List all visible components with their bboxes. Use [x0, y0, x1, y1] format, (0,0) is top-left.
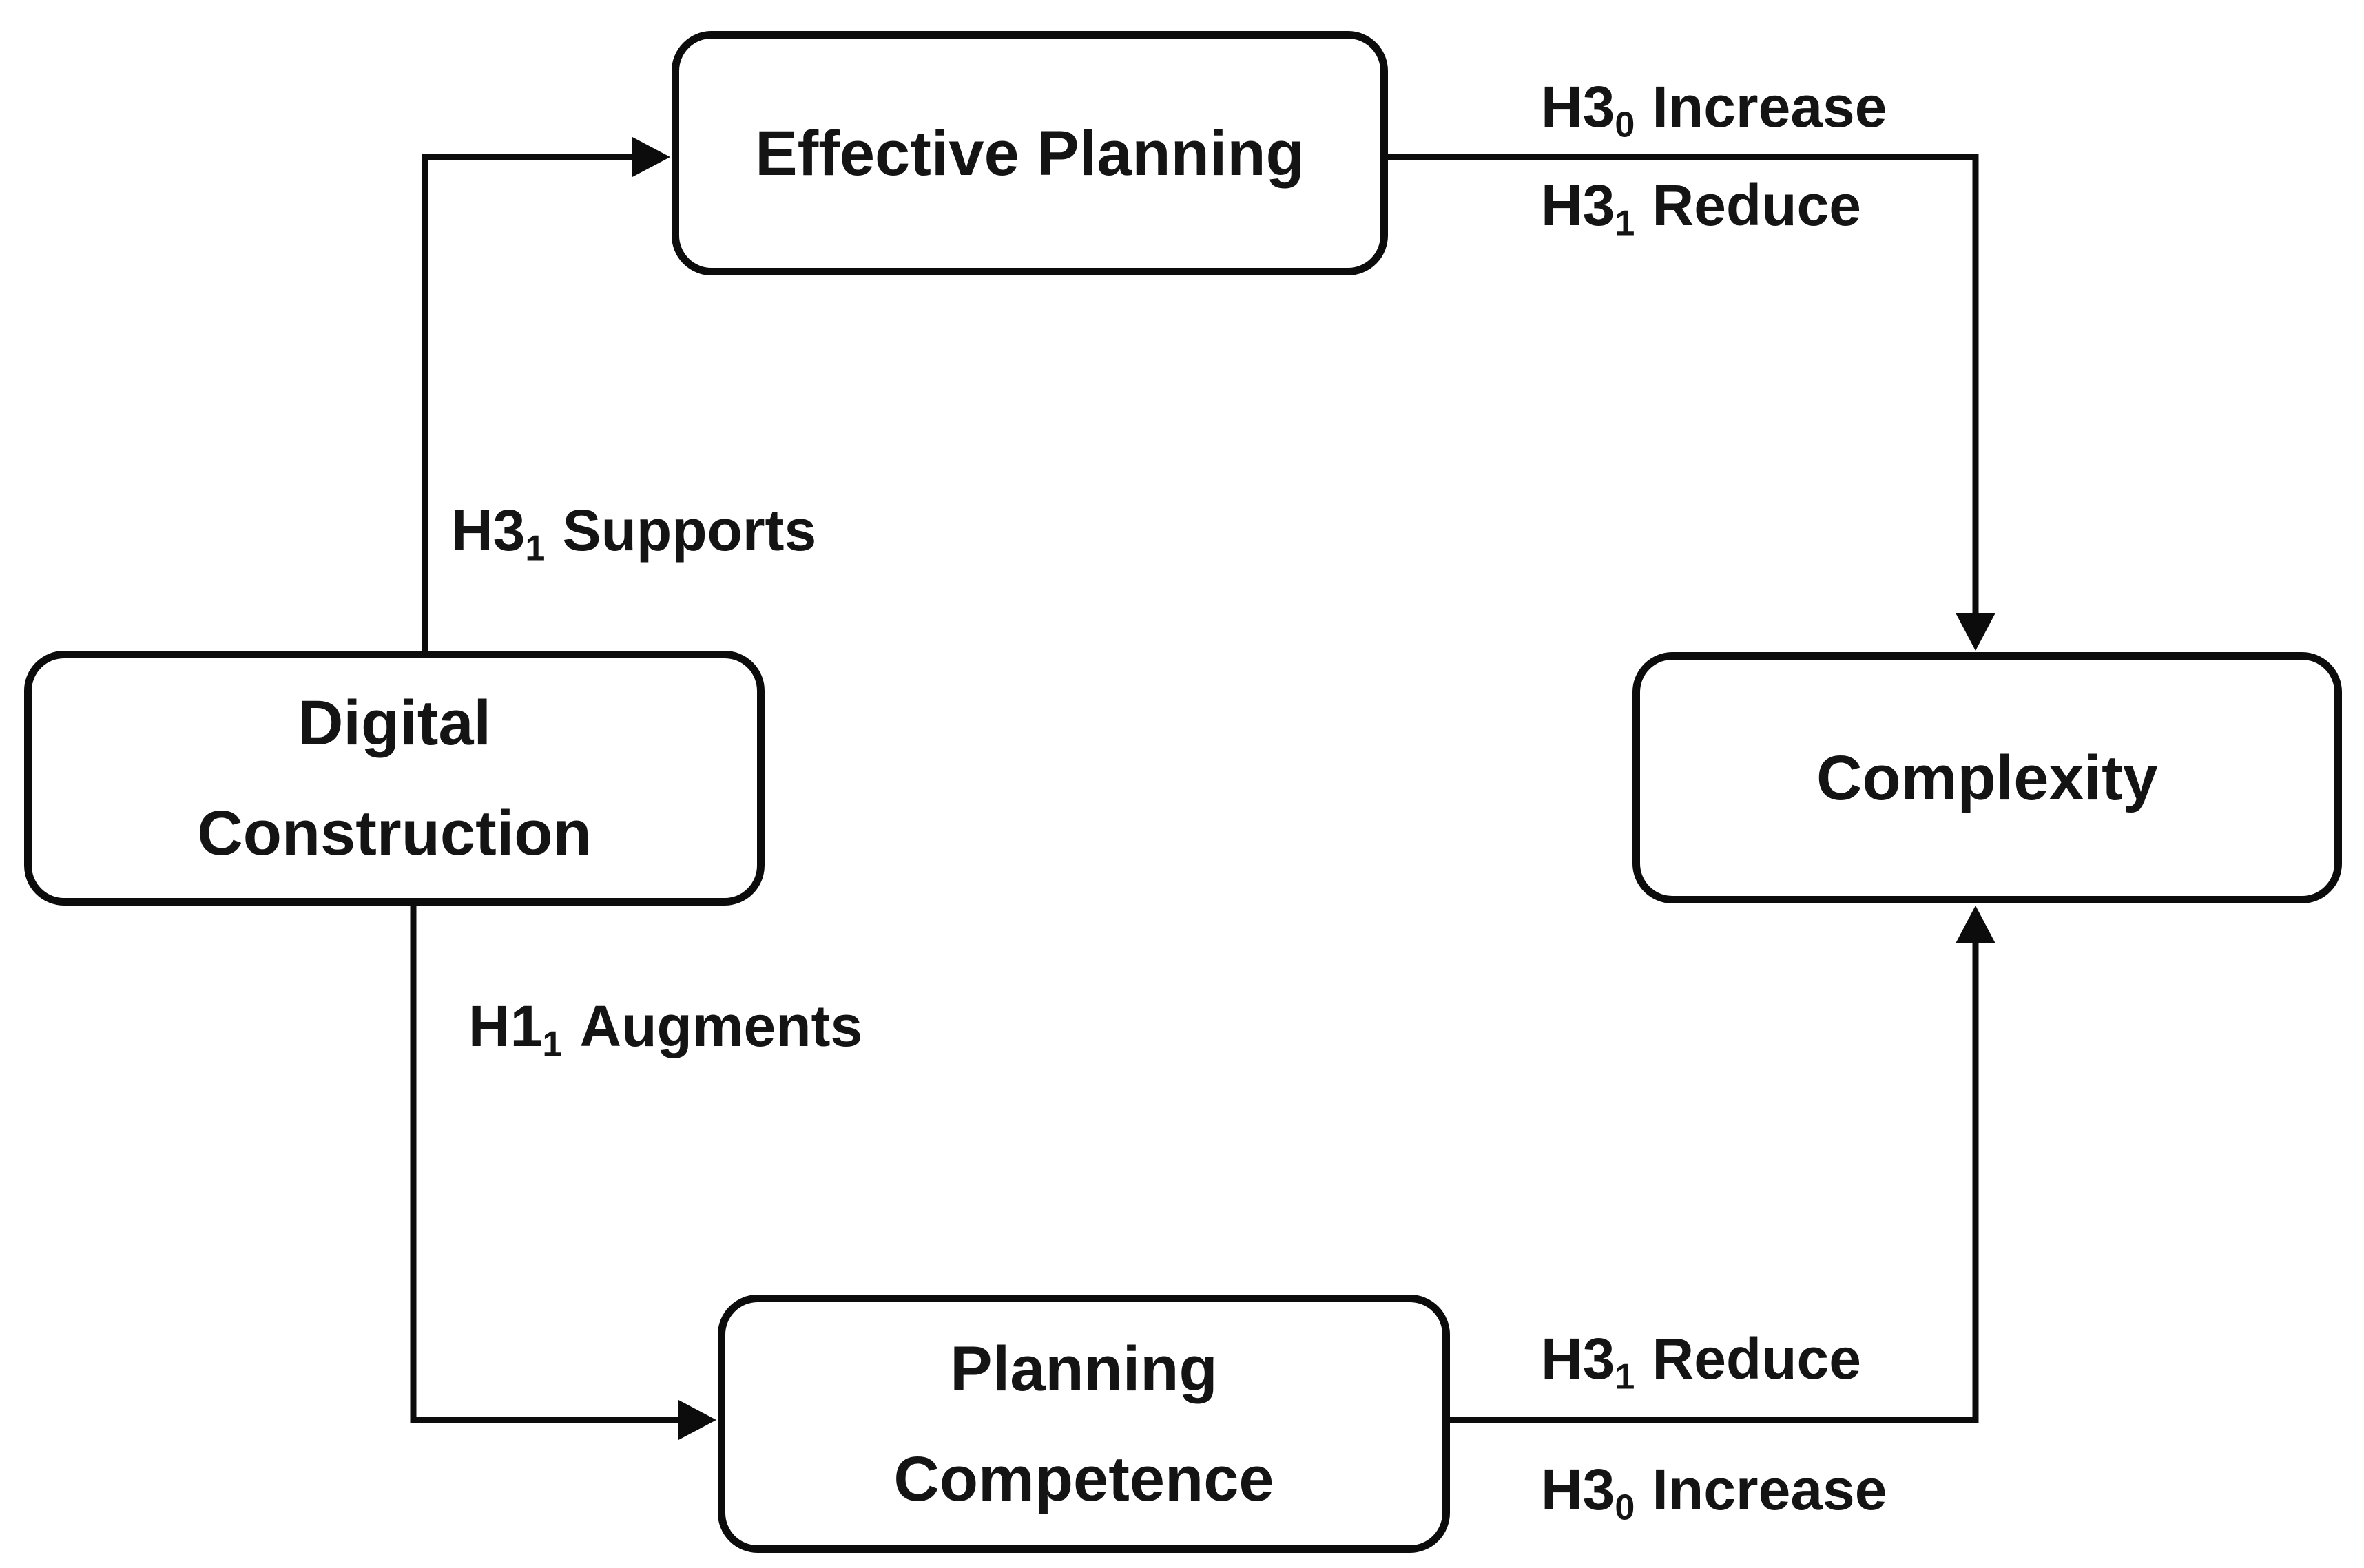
effect-word: Increase: [1652, 1457, 1887, 1522]
node-planning-competence-label: Planning Competence: [893, 1333, 1274, 1514]
edge-pc-to-complexity-line: [1450, 938, 1979, 1423]
hypothesis-code: H3: [1541, 1326, 1615, 1391]
node-effective-planning: Effective Planning: [672, 31, 1388, 275]
effect-word: Reduce: [1652, 173, 1861, 238]
hypothesis-code: H3: [1541, 1457, 1615, 1522]
effect-word: Reduce: [1652, 1326, 1861, 1391]
hypothesis-subscript: 1: [525, 528, 546, 569]
edge-dc-to-ep-arrowhead: [632, 137, 670, 177]
edge-pc-to-complexity-arrowhead: [1956, 906, 1995, 943]
hypothesis-subscript: 0: [1615, 105, 1635, 145]
hypothesis-subscript: 1: [1615, 1357, 1635, 1397]
effect-word: Increase: [1652, 74, 1887, 139]
edge-label-dc-to-pc-augments: H11 Augments: [468, 994, 863, 1063]
hypothesis-code: H1: [468, 994, 543, 1058]
node-planning-competence: Planning Competence: [718, 1295, 1450, 1553]
node-effective-planning-label: Effective Planning: [755, 118, 1305, 189]
edge-ep-to-complexity-arrowhead: [1956, 613, 1995, 651]
hypothesis-code: H3: [1541, 173, 1615, 238]
edge-ep-to-complexity-line: [1388, 154, 1979, 618]
hypothesis-code: H3: [1541, 74, 1615, 139]
hypothesis-subscript: 1: [1615, 203, 1635, 244]
effect-word: Augments: [579, 994, 863, 1058]
edge-dc-to-ep-line: [422, 154, 637, 651]
edge-dc-to-pc-arrowhead: [678, 1400, 716, 1440]
hypothesis-subscript: 0: [1615, 1487, 1635, 1528]
hypothesis-subscript: 1: [542, 1024, 563, 1065]
node-digital-construction: Digital Construction: [24, 651, 765, 906]
edge-label-ep-to-complexity-reduce: H31 Reduce: [1541, 176, 1861, 242]
node-complexity: Complexity: [1632, 652, 2342, 903]
node-digital-construction-label: Digital Construction: [197, 688, 592, 868]
effect-word: Supports: [562, 498, 817, 563]
hypothesis-code: H3: [451, 498, 526, 563]
edge-dc-to-pc-line: [410, 906, 683, 1423]
node-complexity-label: Complexity: [1816, 742, 2158, 813]
edge-label-dc-to-ep-supports: H31 Supports: [451, 501, 816, 567]
